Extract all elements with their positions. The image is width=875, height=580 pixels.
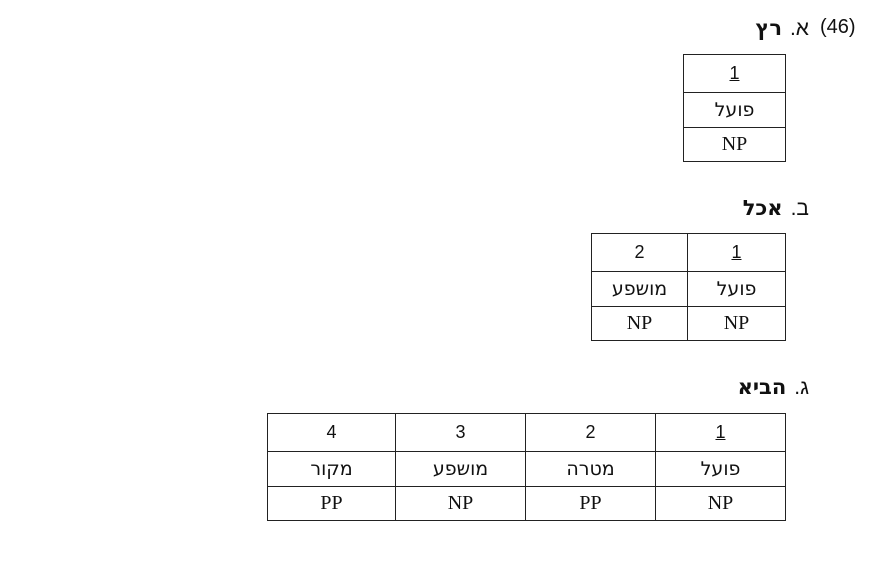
example-number: (46) [820,16,856,38]
role-cell: מקור [267,451,396,487]
arg-number-cell: 1 [687,233,786,272]
item-a-table: 1 פועל NP [683,54,786,162]
role-row: פועל מטרה מושפע מקור [267,451,786,487]
arg-number-cell: 1 [655,413,786,452]
item-c-letter: ג. [794,376,809,399]
item-b-table: 1 2 פועל מושפע NP NP [591,233,786,341]
item-a-letter: א. [789,17,809,40]
category-cell: PP [525,486,656,521]
item-c-label: ג. הביא [738,375,809,400]
arg-number: 1 [715,422,726,442]
arg-number-cell: 1 [683,54,786,93]
item-a-label: א. רץ [755,16,809,41]
role-cell: מושפע [591,271,688,307]
category-cell: NP [655,486,786,521]
category-cell: NP [687,306,786,341]
category-cell: NP [683,127,786,162]
role-cell: מטרה [525,451,656,487]
category-row: NP PP NP PP [267,486,786,521]
arg-number-cell: 4 [267,413,396,452]
item-b-letter: ב. [790,197,809,220]
item-c-table: 1 2 3 4 פועל מטרה מושפע מקור NP PP NP PP [267,413,786,521]
item-a-verb: רץ [755,16,782,40]
arg-number: 1 [731,242,742,262]
header-row: 1 [683,54,786,93]
role-cell: מושפע [395,451,526,487]
category-cell: NP [395,486,526,521]
item-c-verb: הביא [737,375,787,399]
category-row: NP [683,127,786,162]
header-row: 1 2 [591,233,786,272]
header-row: 1 2 3 4 [267,413,786,452]
item-b-verb: אכל [742,196,783,220]
category-row: NP NP [591,306,786,341]
arg-number-cell: 2 [591,233,688,272]
role-cell: פועל [655,451,786,487]
arg-number: 1 [729,63,740,83]
arg-number-cell: 2 [525,413,656,452]
category-cell: PP [267,486,396,521]
role-cell: פועל [687,271,786,307]
item-b-label: ב. אכל [743,196,809,221]
arg-number-cell: 3 [395,413,526,452]
role-row: פועל מושפע [591,271,786,307]
role-row: פועל [683,92,786,128]
category-cell: NP [591,306,688,341]
role-cell: פועל [683,92,786,128]
